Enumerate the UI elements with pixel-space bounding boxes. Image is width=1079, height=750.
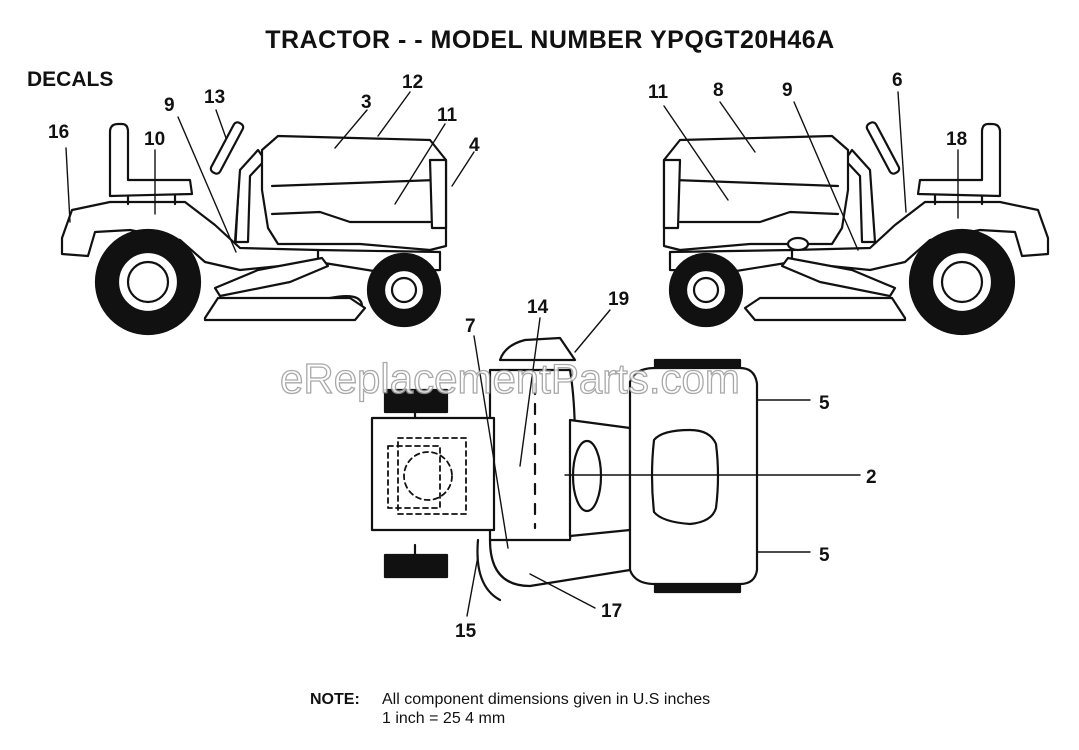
callout-7: 7	[465, 316, 476, 337]
callout-19: 19	[608, 289, 629, 310]
tractor-right-side-view	[662, 121, 1050, 336]
callout-11-right: 11	[648, 82, 669, 103]
callout-9-right: 9	[782, 80, 793, 101]
callout-10: 10	[144, 129, 165, 150]
section-label: DECALS	[27, 68, 114, 91]
callout-9-left: 9	[164, 95, 175, 116]
callout-13: 13	[204, 87, 225, 108]
callout-labels: 16 10 9 13 3 12 11 4 11 8 9 6 18 7 14 19…	[48, 70, 967, 642]
tractor-top-view	[370, 336, 759, 602]
dimensions-note: NOTE: All component dimensions given in U…	[310, 690, 710, 728]
callout-5-bottom: 5	[819, 545, 830, 566]
tractor-left-side-view	[60, 121, 448, 336]
callout-17: 17	[601, 601, 622, 622]
callout-3: 3	[361, 92, 372, 113]
callout-16: 16	[48, 122, 69, 143]
callout-14: 14	[527, 297, 549, 318]
callout-18: 18	[946, 129, 967, 150]
callout-6: 6	[892, 70, 903, 91]
callout-12: 12	[402, 72, 423, 93]
callout-5-top: 5	[819, 393, 830, 414]
leader-lines	[65, 91, 959, 617]
note-label: NOTE:	[310, 691, 360, 708]
watermark: eReplacementParts.com	[280, 355, 740, 402]
callout-2: 2	[866, 467, 877, 488]
callout-8: 8	[713, 80, 724, 101]
callout-15: 15	[455, 621, 477, 642]
callout-11-left: 11	[437, 105, 458, 126]
note-line-1: All component dimensions given in U.S in…	[382, 691, 711, 708]
callout-4: 4	[469, 135, 480, 156]
page-title: TRACTOR - - MODEL NUMBER YPQGT20H46A	[265, 26, 835, 54]
note-line-2: 1 inch = 25 4 mm	[382, 710, 506, 727]
